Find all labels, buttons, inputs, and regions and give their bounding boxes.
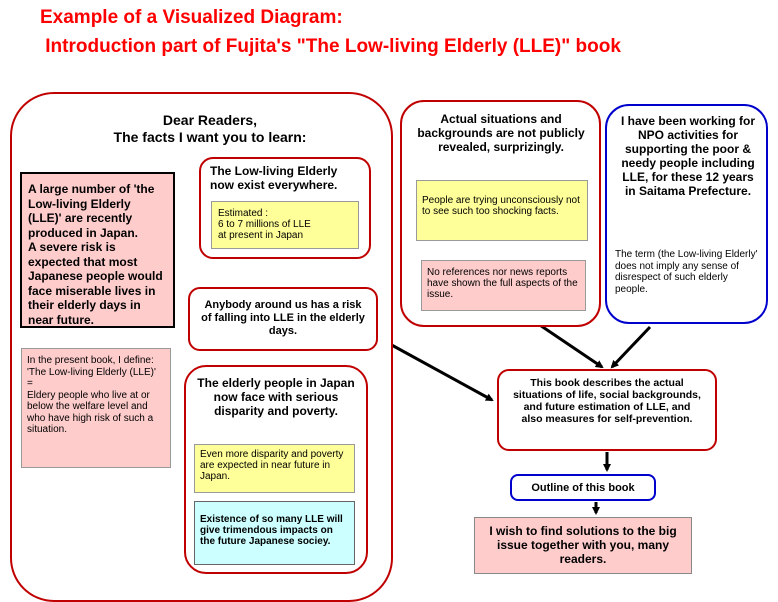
risk-middle-box: Anybody around us has a risk of falling … [188,287,378,351]
outline-box: Outline of this book [510,474,656,501]
disparity-note2: Existence of so many LLE will give trime… [194,501,355,565]
arrow-npo-to-book [610,325,652,369]
lle-heading: The Low-living Elderly now exist everywh… [210,164,338,192]
actual-note1: People are trying unconsciously not to s… [416,180,588,241]
npo-box [605,104,768,324]
arrow-left-to-book [387,341,494,402]
book-box: This book describes the actual situation… [497,369,717,451]
diagram-title-line2: Introduction part of Fujita's "The Low-l… [40,36,621,57]
npo-note: The term (the Low-living Elderly' does n… [615,249,758,295]
definition-box: In the present book, I define: 'The Low-… [21,348,171,468]
risk-box: A large number of 'the Low-living Elderl… [20,172,175,328]
lle-estimate: Estimated : 6 to 7 millions of LLE at pr… [211,201,359,249]
npo-heading: I have been working for NPO activities f… [620,114,756,198]
diagram-title-line1: Example of a Visualized Diagram: [40,7,343,28]
disparity-heading: The elderly people in Japan now face wit… [197,376,355,418]
left-panel-heading: Dear Readers, The facts I want you to le… [113,112,307,145]
wish-box: I wish to find solutions to the big issu… [474,517,692,574]
disparity-note1: Even more disparity and poverty are expe… [194,444,355,493]
actual-heading: Actual situations and backgrounds are no… [417,112,585,154]
actual-note2: No references nor news reports have show… [421,260,586,311]
